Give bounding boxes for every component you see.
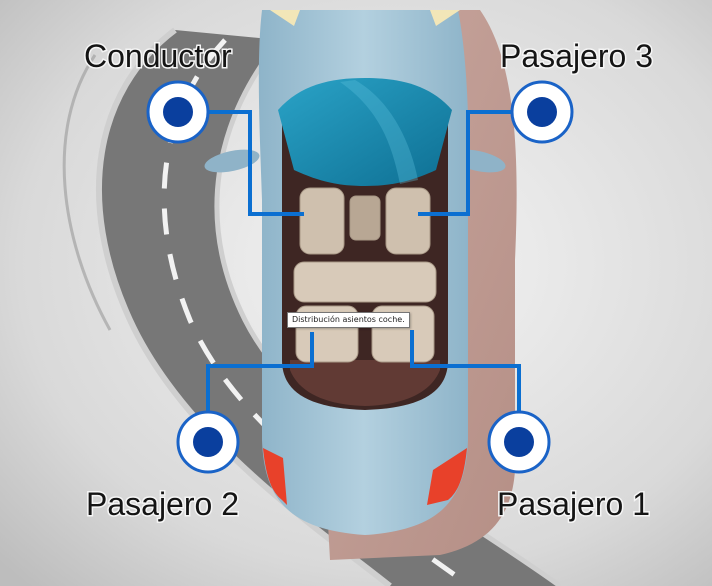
marker-pasajero1[interactable] [489, 412, 549, 472]
label-conductor: Conductor [84, 38, 232, 74]
marker-conductor[interactable] [148, 82, 208, 142]
tooltip: Distribución asientos coche. [287, 312, 410, 328]
marker-pasajero2[interactable] [178, 412, 238, 472]
label-pasajero2: Pasajero 2 [86, 486, 239, 522]
label-pasajero3: Pasajero 3 [500, 38, 653, 74]
marker-pasajero3[interactable] [512, 82, 572, 142]
seat-driver [300, 188, 344, 254]
label-pasajero1: Pasajero 1 [497, 486, 650, 522]
seat-front-passenger [386, 188, 430, 254]
